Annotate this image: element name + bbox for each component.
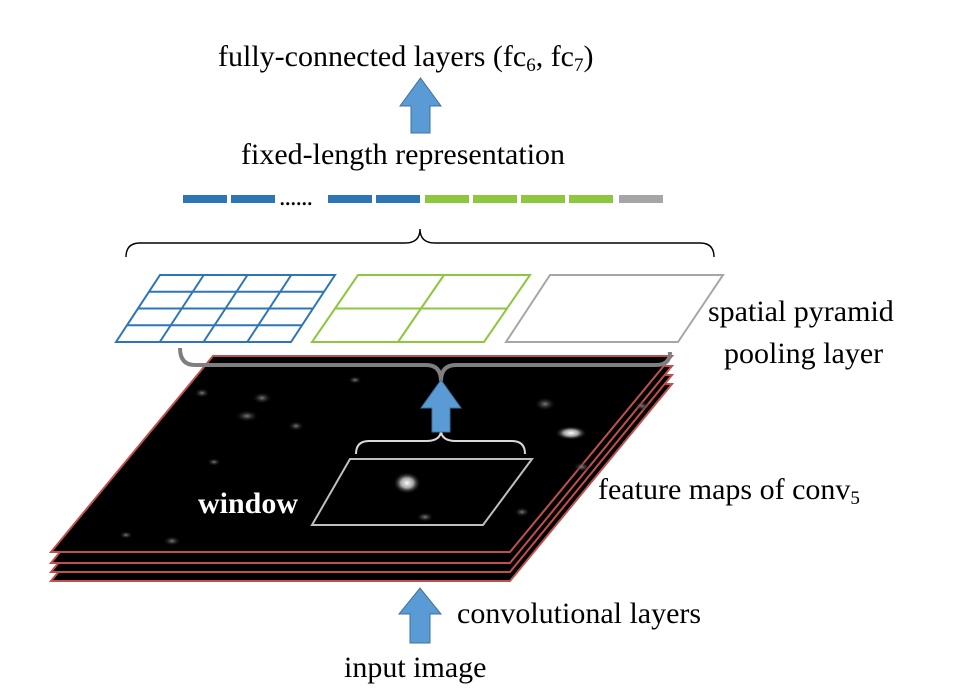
fixed-length-vector	[183, 195, 663, 203]
pyramid-level-2x2	[310, 274, 532, 343]
vector-ellipsis: ......	[279, 182, 313, 211]
feature-activations	[119, 376, 650, 546]
vector-segment-blue-4	[376, 195, 420, 203]
arrow-to-fc	[399, 77, 442, 134]
input-image-label: input image	[344, 651, 487, 684]
window-label: window	[198, 487, 299, 520]
feature-maps-label: feature maps of conv5	[598, 473, 860, 509]
vector-segment-blue-1	[183, 195, 227, 203]
pyramid-grids	[114, 274, 725, 343]
fc-layers-label: fully-connected layers (fc6, fc7)	[218, 40, 594, 76]
arrow-to-pyramid	[420, 379, 462, 433]
vector-segment-blue-2	[231, 195, 275, 203]
pyramid-level-4x4	[114, 274, 337, 343]
conv-layers-label: convolutional layers	[457, 597, 702, 630]
fixed-length-label: fixed-length representation	[241, 138, 566, 171]
window-region	[310, 458, 534, 526]
spp-label-line2: pooling layer	[724, 337, 884, 370]
spp-label-line1: spatial pyramid	[708, 295, 894, 328]
vector-segment-green-3	[521, 195, 565, 203]
top-brace	[125, 228, 715, 258]
vector-segment-green-1	[425, 195, 469, 203]
vector-segment-green-4	[569, 195, 613, 203]
arrow-from-input	[397, 587, 443, 644]
vector-segment-gray-1	[619, 195, 663, 203]
vector-segment-green-2	[473, 195, 517, 203]
vector-segment-blue-3	[328, 195, 372, 203]
feature-map-stack	[48, 355, 675, 582]
pyramid-level-1x1	[504, 274, 725, 343]
